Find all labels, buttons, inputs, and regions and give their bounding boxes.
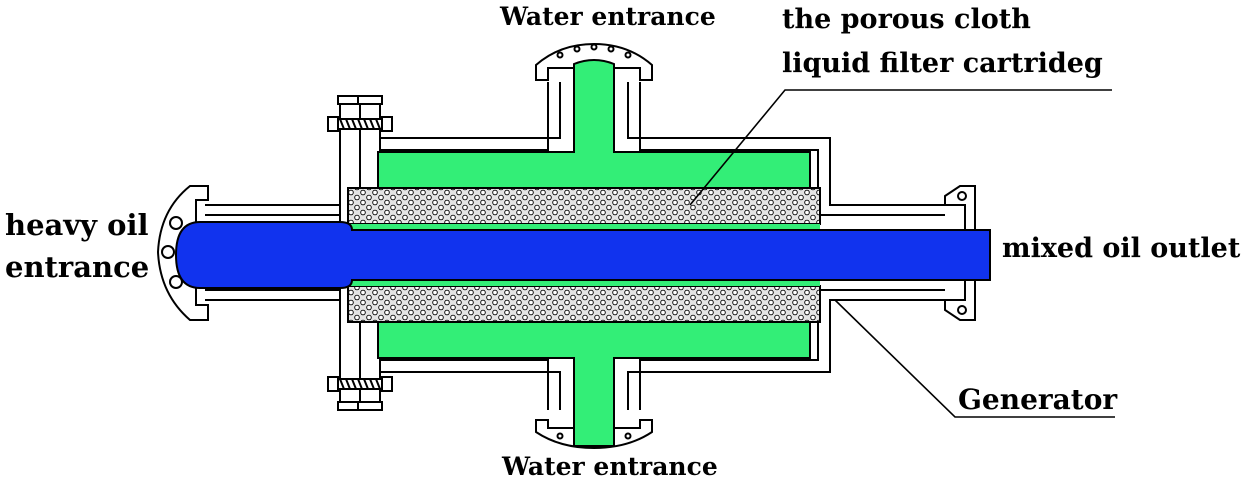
porous-cloth-label-line2: liquid filter cartrideg xyxy=(782,48,1103,79)
water-chamber-lower xyxy=(377,321,811,447)
leader-lines xyxy=(689,89,1115,418)
generator-label: Generator xyxy=(958,383,1118,416)
heavy-oil-label-line1: heavy oil xyxy=(5,208,149,242)
oil-flow-path xyxy=(174,221,991,289)
generator-leader xyxy=(834,299,1115,418)
bottom-bolt xyxy=(327,376,393,392)
water-entrance-top-label: Water entrance xyxy=(500,2,716,31)
filter-cartridge xyxy=(347,187,821,323)
mixed-oil-outlet-label: mixed oil outlet xyxy=(1002,233,1241,264)
filter-cartridge-upper xyxy=(347,187,821,225)
vessel-outline xyxy=(205,82,945,410)
porous-cloth-label-line1: the porous cloth xyxy=(782,4,1031,35)
porous-cloth-leader xyxy=(689,89,1112,206)
heavy-oil-label-line2: entrance xyxy=(5,250,150,284)
water-chamber xyxy=(377,59,811,447)
water-entrance-bottom-label: Water entrance xyxy=(502,452,718,481)
oil-stream xyxy=(174,221,991,289)
water-chamber-upper xyxy=(377,59,811,189)
top-bolt xyxy=(327,116,393,132)
right-flange xyxy=(944,185,976,321)
filter-cartridge-lower xyxy=(347,285,821,323)
